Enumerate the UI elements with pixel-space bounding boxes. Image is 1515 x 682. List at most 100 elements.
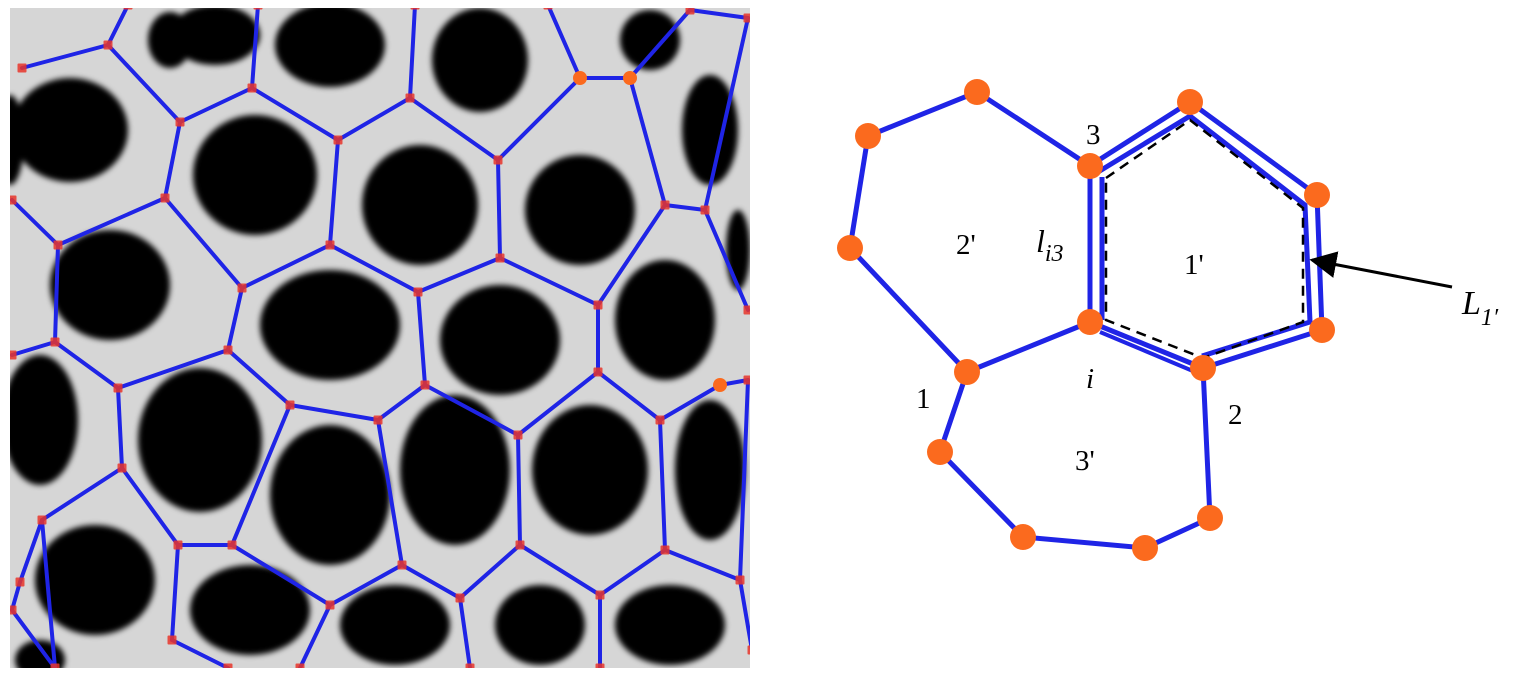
micrograph-edge: [116, 386, 124, 470]
micrograph-edge: [596, 203, 667, 307]
micrograph-cell: [138, 368, 262, 512]
micrograph-vertex: [10, 350, 17, 360]
perimeter-arrow: [1309, 251, 1453, 289]
micrograph-edge: [658, 418, 667, 552]
micrograph-vertex: [420, 380, 430, 390]
micrograph-edge: [496, 76, 582, 162]
micrograph-edge: [518, 543, 602, 597]
label-vertex-3: 3: [1086, 119, 1101, 151]
micrograph-edge: [663, 203, 707, 212]
micrograph-vertex: [285, 400, 295, 410]
micrograph-edge: [516, 370, 600, 437]
micrograph-edge: [116, 348, 230, 390]
perimeter-L1p-dashed: [1104, 118, 1305, 360]
micrograph-vertex: [543, 8, 553, 10]
micrograph-edge: [226, 348, 292, 407]
micrograph-vertex: [743, 305, 750, 315]
micrograph-edge: [250, 86, 340, 142]
micrograph-vertex: [595, 590, 605, 600]
micrograph-edge: [10, 340, 57, 357]
micrograph-cell: [525, 155, 635, 265]
micrograph-vertex: [685, 8, 695, 15]
micrograph-edge: [408, 96, 500, 162]
schematic-vertices: [837, 79, 1335, 561]
micrograph-cell: [620, 10, 680, 70]
micrograph-edge: [56, 196, 167, 247]
micrograph-cell: [400, 395, 510, 545]
label-perimeter: L1′: [1461, 285, 1499, 331]
micrograph-edge: [416, 290, 427, 387]
micrograph-vertex: [10, 195, 17, 205]
micrograph-vertex: [405, 93, 415, 103]
micrograph-edge: [106, 43, 182, 124]
vertex: [1309, 317, 1335, 343]
micrograph-vertex: [513, 430, 523, 440]
micrograph-edge: [628, 76, 667, 207]
micrograph-cell: [615, 260, 715, 380]
vertex: [964, 79, 990, 105]
micrograph-edge: [163, 196, 244, 290]
micrograph-edge: [328, 138, 340, 247]
vertex: [1304, 182, 1330, 208]
micrograph-cell: [495, 585, 585, 665]
micrograph-edge: [10, 580, 22, 612]
micrograph-vertex: [593, 367, 603, 377]
micrograph-edge: [336, 96, 412, 142]
micrograph-cell: [260, 270, 400, 380]
vertex-3: [1077, 153, 1103, 179]
vertex: [1177, 89, 1203, 115]
micrograph-vertex: [493, 155, 503, 165]
micrograph-edge: [40, 518, 57, 668]
micrograph-cell: [190, 565, 310, 655]
micrograph-edge: [598, 548, 667, 597]
micrograph-vertex: [175, 117, 185, 127]
edge-i-2-inner: [1099, 330, 1201, 376]
micrograph-network-vertices: [10, 8, 750, 668]
micrograph-edge: [738, 378, 750, 582]
micrograph-vertex: [247, 83, 257, 93]
micrograph-vertex: [455, 593, 465, 603]
micrograph-cell: [35, 525, 155, 635]
micrograph-panel: [10, 8, 750, 668]
label-edge-length-base: l: [1036, 223, 1045, 259]
vertex-2: [1190, 355, 1216, 381]
micrograph-edge: [10, 198, 60, 247]
micrograph-edge: [663, 548, 742, 582]
micrograph-edge: [688, 8, 750, 20]
micrograph-edge: [738, 578, 750, 651]
micrograph-cell: [615, 585, 725, 665]
micrograph-cell: [275, 8, 385, 87]
micrograph-vertex: [167, 635, 177, 645]
micrograph-edge: [298, 603, 332, 668]
edge-i-1: [966, 319, 1091, 375]
schematic-panel: 3 1 2 i 1' 2' 3' li3 L1′: [837, 79, 1499, 561]
micrograph-edge: [53, 340, 120, 390]
micrograph-edge: [288, 403, 380, 422]
micrograph-edge: [230, 543, 332, 607]
label-vertex-1: 1: [916, 383, 931, 415]
micrograph-edge: [416, 256, 502, 294]
micrograph-edge: [423, 383, 520, 437]
micrograph-edge: [20, 43, 110, 70]
micrograph-network-edges: [10, 8, 750, 668]
micrograph-edge: [596, 370, 662, 422]
micrograph-cell: [726, 210, 750, 290]
micrograph-cell: [432, 8, 528, 112]
micrograph-edge: [516, 433, 522, 547]
micrograph-vertex: [37, 515, 47, 525]
micrograph-edge: [163, 120, 182, 200]
micrograph-vertex: [295, 663, 305, 668]
micrograph-vertex: [253, 8, 263, 10]
micrograph-edge: [498, 256, 600, 307]
micrograph-cell: [10, 95, 24, 185]
micrograph-edge: [376, 383, 427, 422]
micrograph-vertex: [660, 545, 670, 555]
micrograph-cell: [440, 285, 560, 395]
micrograph-edge: [496, 158, 502, 260]
vertex: [1132, 535, 1158, 561]
label-cell-2p: 2': [956, 229, 976, 261]
micrograph-edge: [703, 208, 750, 312]
micrograph-edge: [328, 563, 404, 607]
